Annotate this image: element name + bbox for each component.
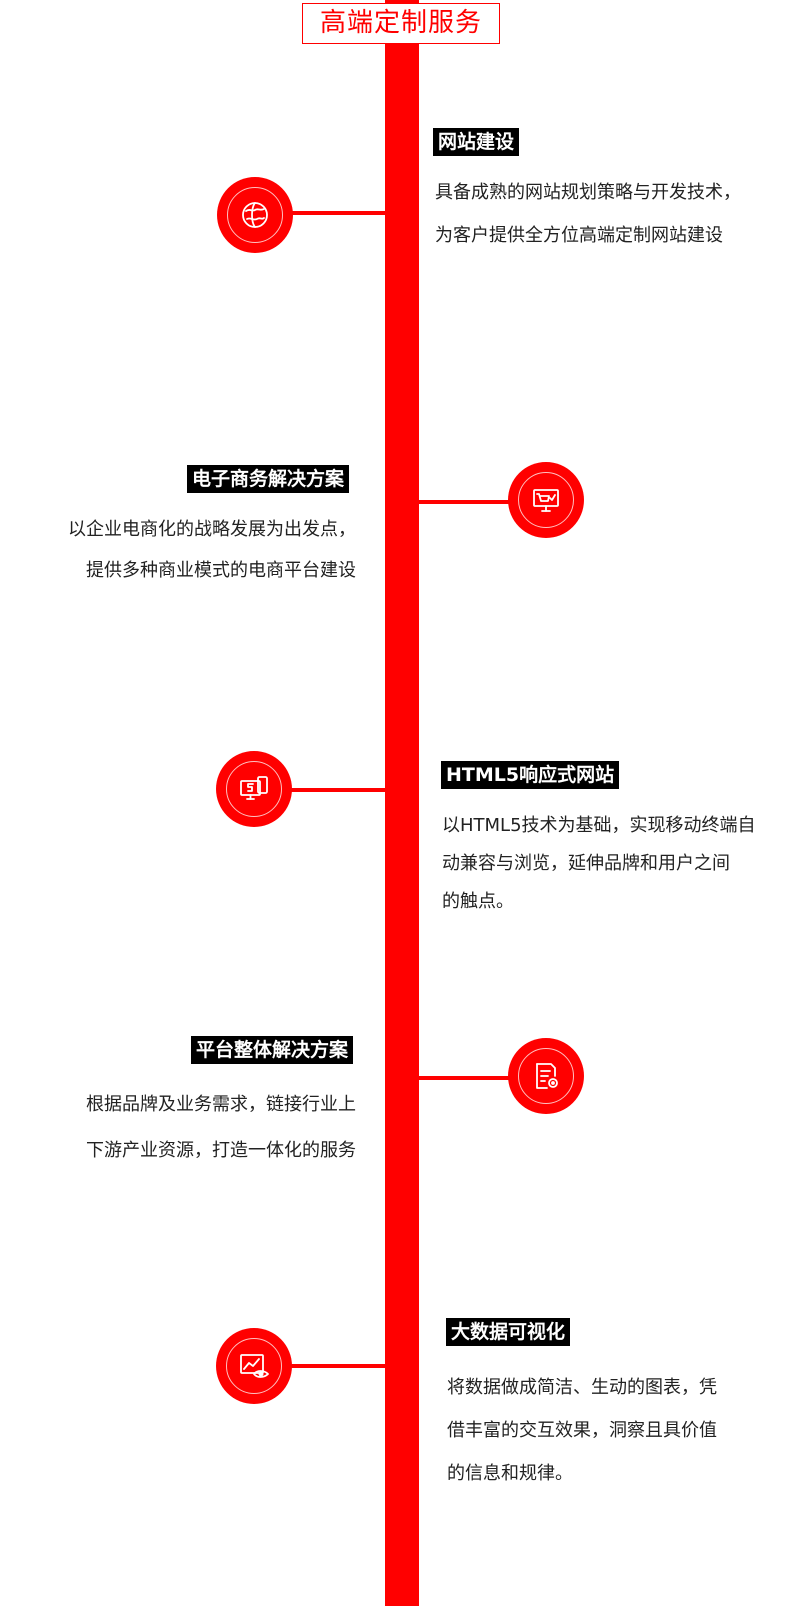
connector-line bbox=[418, 500, 512, 504]
desc-line: 下游产业资源，打造一体化的服务 bbox=[86, 1140, 356, 1161]
desc-line: 的信息和规律。 bbox=[447, 1463, 573, 1484]
service-icon-node[interactable] bbox=[217, 177, 293, 253]
shopping-cart-monitor-icon bbox=[533, 489, 559, 512]
desc-line: 为客户提供全方位高端定制网站建设 bbox=[435, 225, 723, 246]
service-desc-ecommerce: 以企业电商化的战略发展为出发点， 提供多种商业模式的电商平台建设 bbox=[45, 509, 356, 591]
document-settings-icon bbox=[536, 1063, 558, 1089]
desc-line: 的触点。 bbox=[442, 891, 514, 912]
service-tag-html5: HTML5响应式网站 bbox=[441, 761, 620, 789]
desc-line: 将数据做成简洁、生动的图表，凭 bbox=[447, 1377, 717, 1398]
timeline-bar bbox=[385, 0, 419, 1606]
service-icon-node[interactable] bbox=[508, 1038, 584, 1114]
service-desc-html5: 以HTML5技术为基础，实现移动终端自 动兼容与浏览，延伸品牌和用户之间 的触点… bbox=[442, 807, 756, 921]
html5-devices-icon bbox=[240, 776, 268, 800]
connector-line bbox=[418, 1076, 512, 1080]
chart-eye-icon bbox=[240, 1354, 269, 1378]
icon-ring bbox=[226, 761, 282, 817]
desc-line: 具备成熟的网站规划策略与开发技术， bbox=[435, 182, 741, 203]
icon-ring bbox=[227, 187, 283, 243]
desc-line: 根据品牌及业务需求，链接行业上 bbox=[86, 1094, 356, 1115]
desc-line: 动兼容与浏览，延伸品牌和用户之间 bbox=[442, 853, 730, 874]
desc-line: 以HTML5技术为基础，实现移动终端自 bbox=[442, 815, 756, 836]
service-desc-platform: 根据品牌及业务需求，链接行业上 下游产业资源，打造一体化的服务 bbox=[45, 1082, 356, 1174]
page-title: 高端定制服务 bbox=[302, 3, 500, 44]
icon-ring bbox=[518, 1048, 574, 1104]
globe-icon bbox=[242, 202, 268, 228]
desc-line: 提供多种商业模式的电商平台建设 bbox=[86, 560, 356, 581]
connector-line bbox=[290, 1364, 386, 1368]
service-icon-node[interactable] bbox=[216, 751, 292, 827]
service-tag-ecommerce: 电子商务解决方案 bbox=[187, 465, 350, 493]
icon-ring bbox=[226, 1338, 282, 1394]
service-desc-bigdata: 将数据做成简洁、生动的图表，凭 借丰富的交互效果，洞察且具价值 的信息和规律。 bbox=[447, 1366, 717, 1495]
icon-ring bbox=[518, 472, 574, 528]
service-tag-bigdata: 大数据可视化 bbox=[446, 1318, 571, 1346]
connector-line bbox=[290, 788, 386, 792]
service-icon-node[interactable] bbox=[508, 462, 584, 538]
connector-line bbox=[290, 211, 386, 215]
service-tag-website: 网站建设 bbox=[433, 128, 520, 156]
desc-line: 借丰富的交互效果，洞察且具价值 bbox=[447, 1420, 717, 1441]
desc-line: 以企业电商化的战略发展为出发点， bbox=[68, 519, 356, 540]
service-desc-website: 具备成熟的网站规划策略与开发技术， 为客户提供全方位高端定制网站建设 bbox=[435, 171, 741, 257]
service-icon-node[interactable] bbox=[216, 1328, 292, 1404]
service-tag-platform: 平台整体解决方案 bbox=[191, 1036, 354, 1064]
